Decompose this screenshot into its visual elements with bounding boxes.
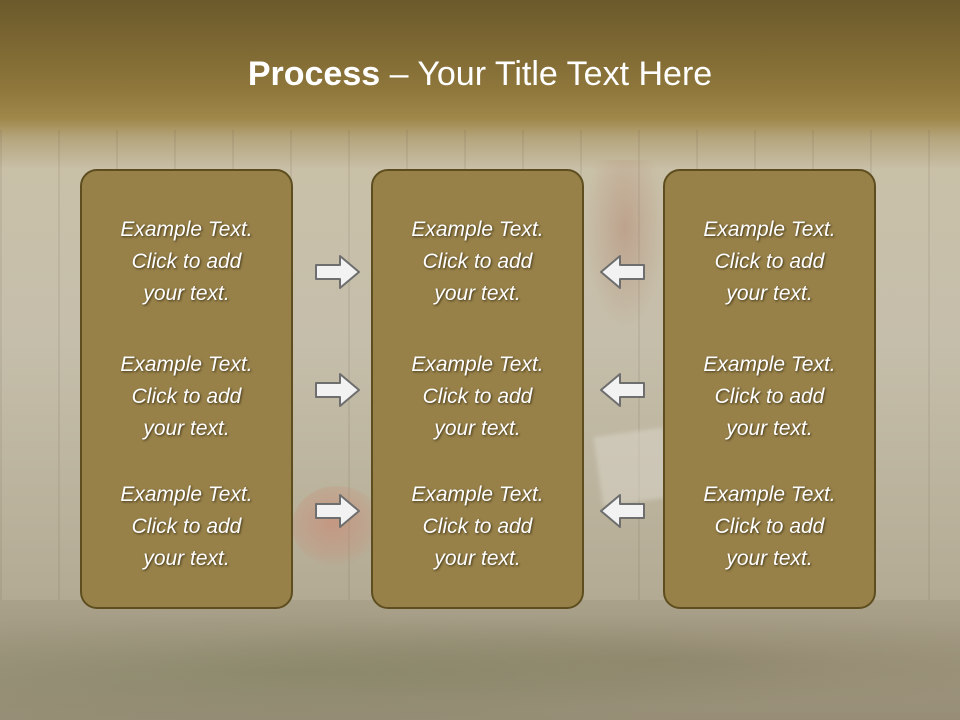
arrow-left-icon[interactable] xyxy=(598,253,646,291)
text-placeholder[interactable]: Example Text. Click to add your text. xyxy=(120,483,253,570)
slide-title[interactable]: Process – Your Title Text Here xyxy=(0,50,960,98)
background-ground xyxy=(0,600,960,720)
title-rest-text: – Your Title Text Here xyxy=(380,55,713,93)
arrow-right-icon[interactable] xyxy=(314,253,362,291)
text-placeholder[interactable]: Example Text. Click to add your text. xyxy=(120,218,253,305)
background-ball xyxy=(292,486,382,566)
text-placeholder[interactable]: Example Text. Click to add your text. xyxy=(120,353,253,440)
arrow-right-icon[interactable] xyxy=(314,371,362,409)
arrow-right-icon[interactable] xyxy=(314,492,362,530)
text-placeholder[interactable]: Example Text. Click to add your text. xyxy=(411,218,544,305)
process-box-right[interactable]: Example Text. Click to add your text. Ex… xyxy=(663,169,876,609)
text-placeholder[interactable]: Example Text. Click to add your text. xyxy=(703,218,836,305)
text-placeholder[interactable]: Example Text. Click to add your text. xyxy=(411,483,544,570)
text-placeholder[interactable]: Example Text. Click to add your text. xyxy=(411,353,544,440)
arrow-left-icon[interactable] xyxy=(598,371,646,409)
text-placeholder[interactable]: Example Text. Click to add your text. xyxy=(703,353,836,440)
process-box-center[interactable]: Example Text. Click to add your text. Ex… xyxy=(371,169,584,609)
background-figure xyxy=(585,160,665,330)
title-bold-text: Process xyxy=(247,55,381,93)
arrow-left-icon[interactable] xyxy=(598,492,646,530)
text-placeholder[interactable]: Example Text. Click to add your text. xyxy=(703,483,836,570)
process-box-left[interactable]: Example Text. Click to add your text. Ex… xyxy=(80,169,293,609)
